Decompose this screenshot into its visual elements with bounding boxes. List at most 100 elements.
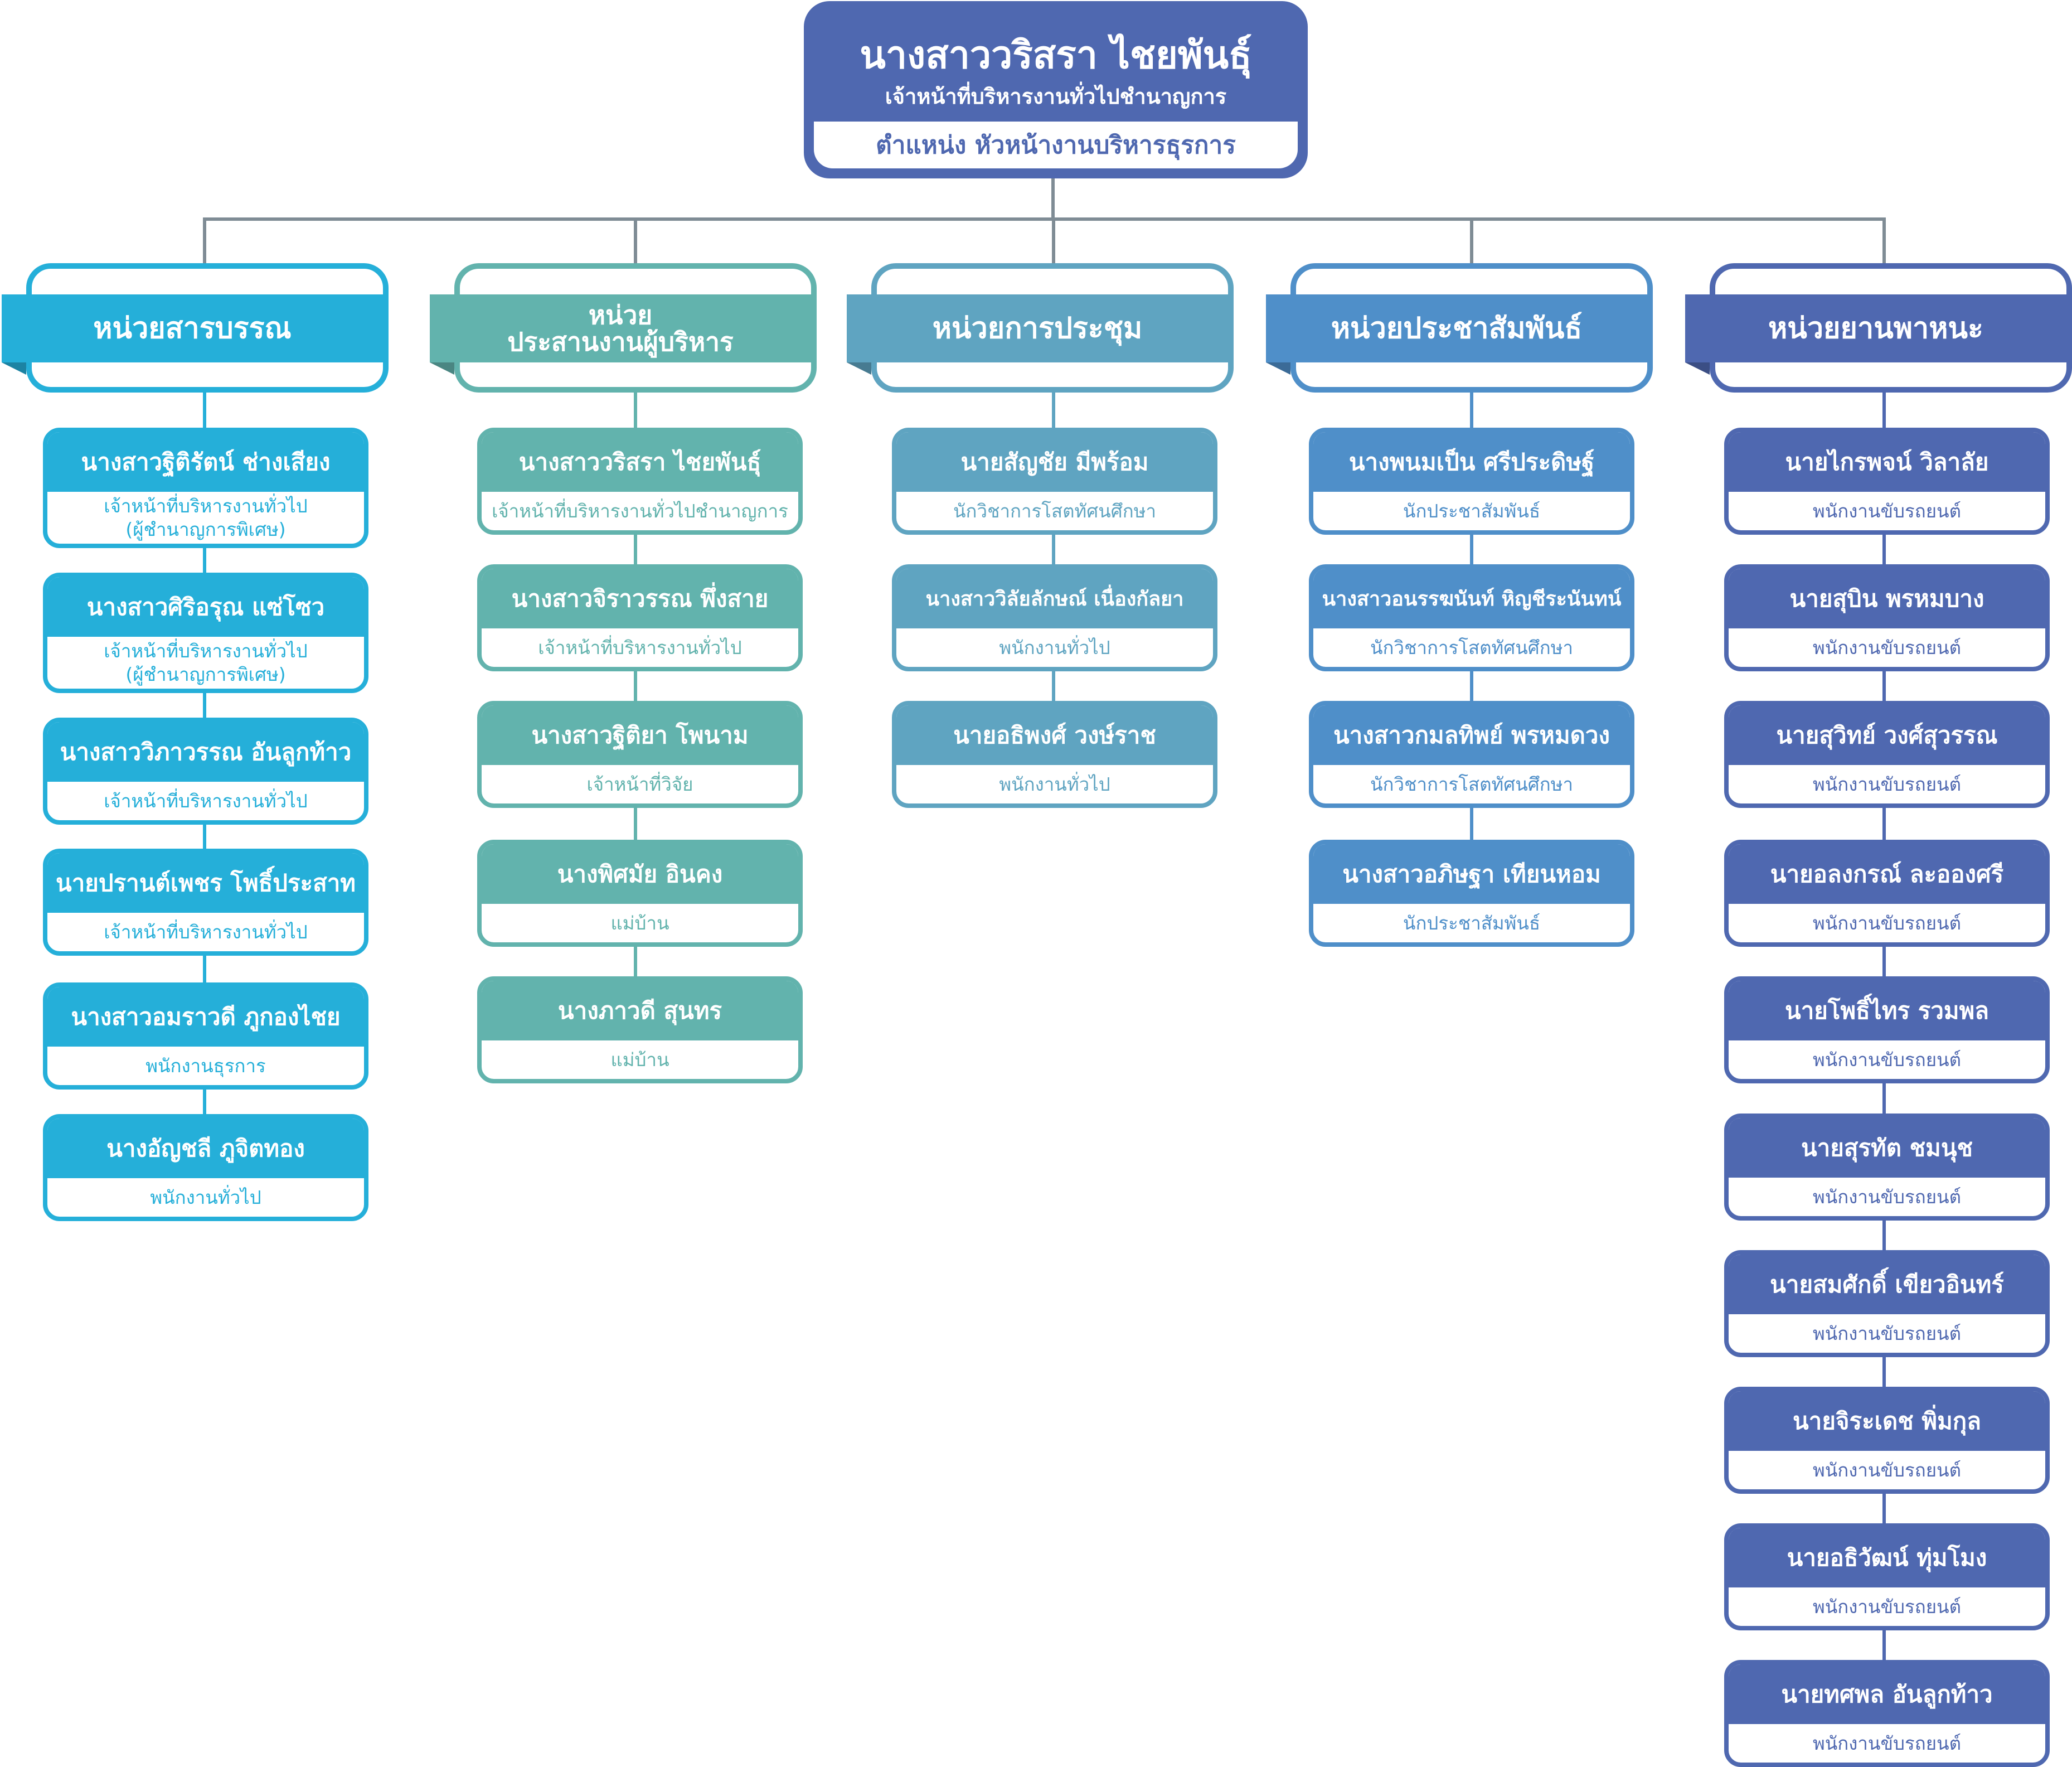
person-box: นายอลงกรณ์ ละอองศรีพนักงานขับรถยนต์ <box>1724 840 2050 947</box>
person-name: นางสาวศิริอรุณ แซ่โซว <box>47 577 364 637</box>
connector-unit-3 <box>1052 217 1055 268</box>
head-role: ตำแหน่ง หัวหน้างานบริหารธุรการ <box>814 122 1298 168</box>
person-title: เจ้าหน้าที่บริหารงานทั่วไป (ผู้ชำนาญการพ… <box>104 640 308 685</box>
person-title: นักประชาสัมพันธ์ <box>1403 912 1541 934</box>
unit-fold-4 <box>1266 362 1290 375</box>
person-box: นายทศพล อันลูกท้าวพนักงานขับรถยนต์ <box>1724 1660 2050 1767</box>
person-name: นางสาวกมลทิพย์ พรหมดวง <box>1313 705 1630 765</box>
person-title: แม่บ้าน <box>610 912 669 934</box>
person-title: พนักงานธุรการ <box>145 1054 266 1077</box>
person-box: นางภาวดี สุนทรแม่บ้าน <box>477 976 803 1083</box>
person-name: นางพิศมัย อินคง <box>482 844 798 904</box>
person-box: นางพิศมัย อินคงแม่บ้าน <box>477 840 803 947</box>
person-name: นางสาวจิราวรรณ พึ่งสาย <box>482 569 798 628</box>
unit-fold-2 <box>430 362 454 375</box>
unit-title-5: หน่วยยานพาหนะ <box>1685 294 2066 362</box>
person-box: นางอัญชลี ภูจิตทองพนักงานทั่วไป <box>43 1114 368 1221</box>
person-box: นางสาววิลัยลักษณ์ เนื่องกัลยาพนักงานทั่ว… <box>892 564 1217 671</box>
person-name: นางอัญชลี ภูจิตทอง <box>47 1119 364 1178</box>
unit-title-2: หน่วย ประสานงานผู้บริหาร <box>430 294 811 362</box>
unit-fold-5 <box>1685 362 1710 375</box>
person-title: แม่บ้าน <box>610 1048 669 1071</box>
person-title: เจ้าหน้าที่วิจัย <box>586 773 693 795</box>
person-title: พนักงานขับรถยนต์ <box>1812 1459 1962 1481</box>
head-position: เจ้าหน้าที่บริหารงานทั่วไปชำนาญการ <box>885 84 1227 109</box>
person-name: นายทศพล อันลูกท้าว <box>1729 1664 2045 1724</box>
person-title: พนักงานขับรถยนต์ <box>1812 1185 1962 1208</box>
person-box: นางสาวกมลทิพย์ พรหมดวงนักวิชาการโสตทัศนศ… <box>1309 701 1634 808</box>
person-title: พนักงานทั่วไป <box>999 636 1110 659</box>
connector-unit-1 <box>203 217 206 268</box>
connector-members-2 <box>634 390 637 999</box>
person-title: เจ้าหน้าที่บริหารงานทั่วไป <box>104 790 308 812</box>
person-box: นายสุรทัต ชมนุชพนักงานขับรถยนต์ <box>1724 1114 2050 1221</box>
person-name: นางสาววริสรา ไชยพันธุ์ <box>482 432 798 492</box>
person-box: นายโพธิ์ไทร รวมพลพนักงานขับรถยนต์ <box>1724 976 2050 1083</box>
person-title: พนักงานขับรถยนต์ <box>1812 500 1962 522</box>
person-box: นางสาววิภาวรรณ อันลูกท้าวเจ้าหน้าที่บริห… <box>43 718 368 825</box>
unit-fold-1 <box>2 362 26 375</box>
person-name: นางภาวดี สุนทร <box>482 981 798 1040</box>
person-name: นายจิระเดช พิ่มกุล <box>1729 1391 2045 1451</box>
connector-unit-2 <box>634 217 637 268</box>
connector-unit-4 <box>1470 217 1473 268</box>
person-box: นางสาววริสรา ไชยพันธุ์เจ้าหน้าที่บริหารง… <box>477 428 803 535</box>
person-box: นายปรานต์เพชร โพธิ์ประสาทเจ้าหน้าที่บริห… <box>43 849 368 956</box>
person-name: นายไกรพจน์ วิลาลัย <box>1729 432 2045 492</box>
person-title: พนักงานขับรถยนต์ <box>1812 773 1962 795</box>
person-title: เจ้าหน้าที่บริหารงานทั่วไป (ผู้ชำนาญการพ… <box>104 495 308 540</box>
person-box: นายจิระเดช พิ่มกุลพนักงานขับรถยนต์ <box>1724 1387 2050 1494</box>
person-name: นางพนมเป็น ศรีประดิษฐ์ <box>1313 432 1630 492</box>
unit-title-3: หน่วยการประชุม <box>847 294 1228 362</box>
unit-title-1: หน่วยสารบรรณ <box>2 294 383 362</box>
person-title: นักวิชาการโสตทัศนศึกษา <box>953 500 1156 522</box>
person-name: นางสาวฐิติรัตน์ ช่างเสียง <box>47 432 364 492</box>
person-name: นายโพธิ์ไทร รวมพล <box>1729 981 2045 1040</box>
person-box: นางสาวฐิติรัตน์ ช่างเสียงเจ้าหน้าที่บริห… <box>43 428 368 548</box>
unit-title-4: หน่วยประชาสัมพันธ์ <box>1266 294 1647 362</box>
person-name: นางสาวอมราวดี ภูกองไชย <box>47 987 364 1047</box>
person-title: พนักงานขับรถยนต์ <box>1812 1595 1962 1618</box>
person-title: นักประชาสัมพันธ์ <box>1403 500 1541 522</box>
person-name: นายอธิวัฒน์ ทุ่มโมง <box>1729 1528 2045 1587</box>
connector-unit-5 <box>1882 217 1886 268</box>
person-title: นักวิชาการโสตทัศนศึกษา <box>1370 636 1573 659</box>
person-box: นายอธิพงศ์ วงษ์ราชพนักงานทั่วไป <box>892 701 1217 808</box>
person-title: พนักงานขับรถยนต์ <box>1812 1732 1962 1754</box>
person-name: นางสาวอนรรฆนันท์ หิญชีระนันทน์ <box>1313 569 1630 628</box>
head-box: นางสาววริสรา ไชยพันธุ์ เจ้าหน้าที่บริหาร… <box>804 1 1308 178</box>
connector-horizontal <box>203 217 1886 221</box>
person-box: นางสาวจิราวรรณ พึ่งสายเจ้าหน้าที่บริหารง… <box>477 564 803 671</box>
person-title: เจ้าหน้าที่บริหารงานทั่วไปชำนาญการ <box>492 500 788 522</box>
person-title: นักวิชาการโสตทัศนศึกษา <box>1370 773 1573 795</box>
person-title: พนักงานขับรถยนต์ <box>1812 1322 1962 1344</box>
person-title: เจ้าหน้าที่บริหารงานทั่วไป <box>538 636 742 659</box>
head-name: นางสาววริสรา ไชยพันธุ์ <box>860 33 1252 78</box>
person-box: นายไกรพจน์ วิลาลัยพนักงานขับรถยนต์ <box>1724 428 2050 535</box>
person-box: นางสาวอภิษฐา เทียนหอมนักประชาสัมพันธ์ <box>1309 840 1634 947</box>
person-box: นางพนมเป็น ศรีประดิษฐ์นักประชาสัมพันธ์ <box>1309 428 1634 535</box>
person-box: นายสุบิน พรหมบางพนักงานขับรถยนต์ <box>1724 564 2050 671</box>
person-name: นายปรานต์เพชร โพธิ์ประสาท <box>47 853 364 913</box>
person-title: เจ้าหน้าที่บริหารงานทั่วไป <box>104 921 308 943</box>
person-box: นางสาวอมราวดี ภูกองไชยพนักงานธุรการ <box>43 982 368 1090</box>
person-name: นายสุวิทย์ วงศ์สุวรรณ <box>1729 705 2045 765</box>
connector-head-down <box>1051 178 1055 220</box>
person-title: พนักงานขับรถยนต์ <box>1812 636 1962 659</box>
person-box: นายสุวิทย์ วงศ์สุวรรณพนักงานขับรถยนต์ <box>1724 701 2050 808</box>
person-name: นางสาวอภิษฐา เทียนหอม <box>1313 844 1630 904</box>
unit-fold-3 <box>847 362 871 375</box>
person-name: นายอลงกรณ์ ละอองศรี <box>1729 844 2045 904</box>
connector-members-3 <box>1052 390 1055 723</box>
person-name: นายอธิพงศ์ วงษ์ราช <box>896 705 1213 765</box>
person-box: นายสมศักดิ์ เขียวอินทร์พนักงานขับรถยนต์ <box>1724 1250 2050 1357</box>
person-name: นางสาวฐิติยา โพนาม <box>482 705 798 765</box>
person-box: นางสาวอนรรฆนันท์ หิญชีระนันทน์นักวิชาการ… <box>1309 564 1634 671</box>
person-box: นายสัญชัย มีพร้อมนักวิชาการโสตทัศนศึกษา <box>892 428 1217 535</box>
person-name: นายสุบิน พรหมบาง <box>1729 569 2045 628</box>
person-name: นางสาววิภาวรรณ อันลูกท้าว <box>47 722 364 782</box>
person-name: นางสาววิลัยลักษณ์ เนื่องกัลยา <box>896 569 1213 628</box>
person-title: พนักงานทั่วไป <box>150 1186 261 1208</box>
person-title: พนักงานขับรถยนต์ <box>1812 912 1962 934</box>
